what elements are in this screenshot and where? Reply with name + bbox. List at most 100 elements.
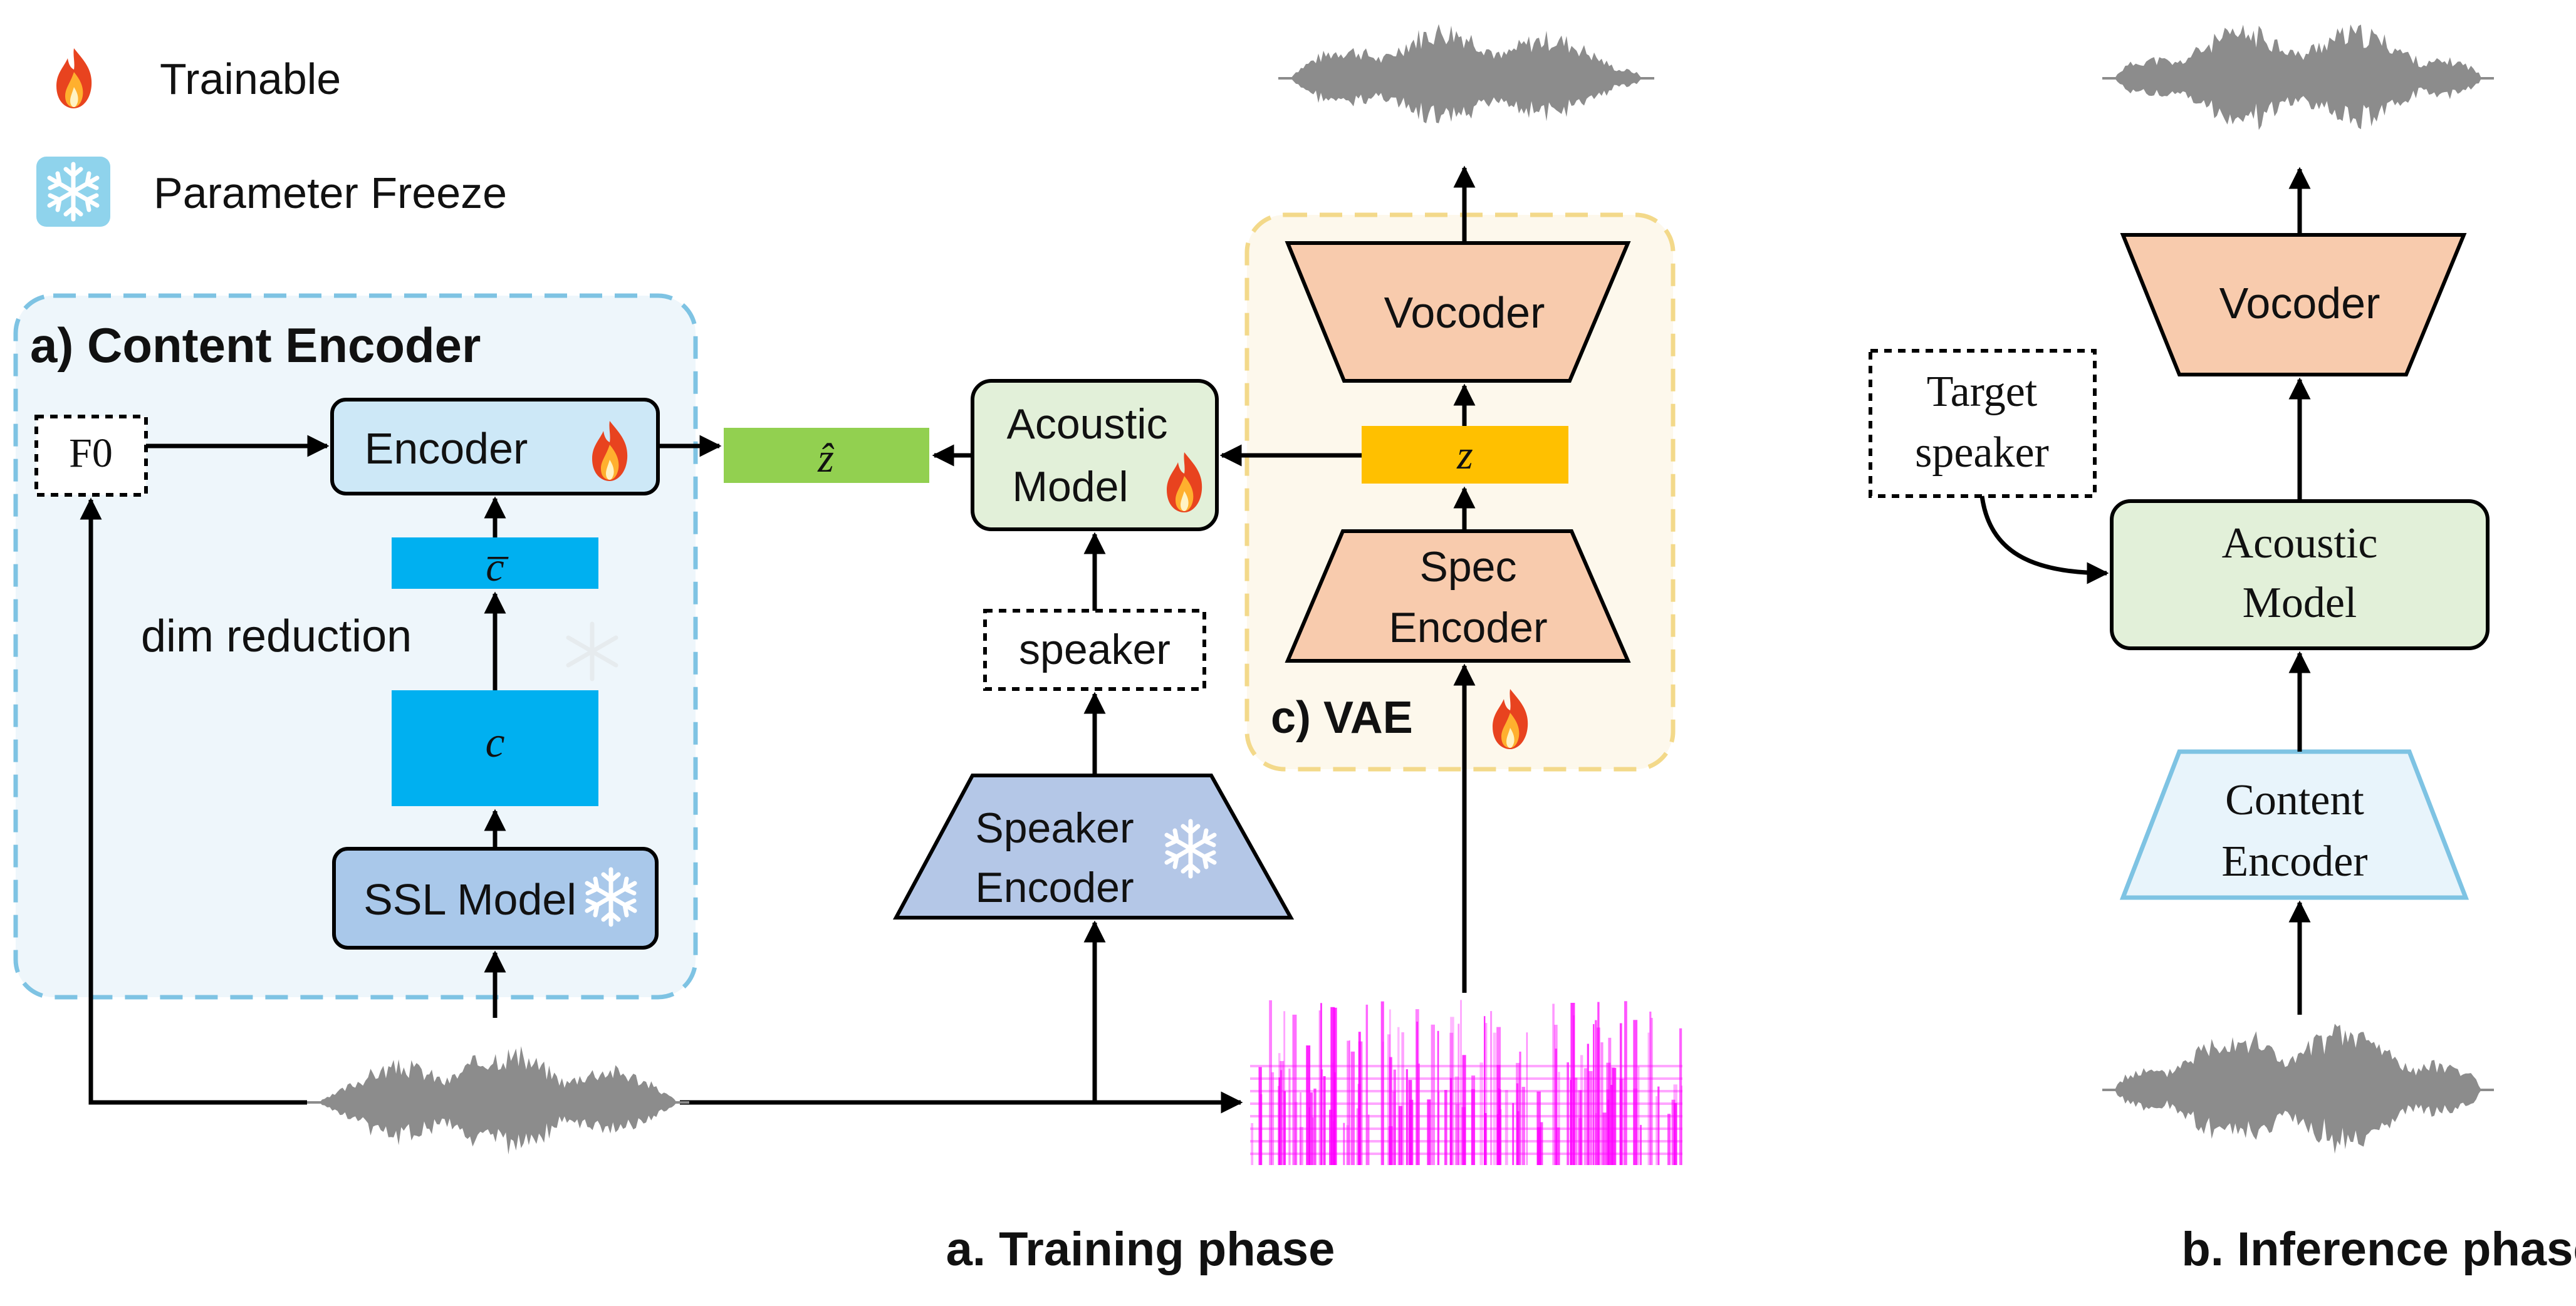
spectrogram-harmonic (1250, 1140, 1682, 1143)
vae-vocoder-label: Vocoder (1384, 288, 1545, 337)
content-encoder-panel: a) Content Encoder F0 Encoder c̅ dim red… (13, 293, 698, 1000)
speaker-encoder-shape (892, 774, 1295, 920)
z-label: z (1456, 432, 1473, 478)
spectrogram-bin (1612, 1067, 1617, 1165)
spectrogram-bin (1437, 1030, 1439, 1165)
inference-vocoder-shape (2120, 233, 2467, 376)
spectrogram-bin (1526, 1032, 1528, 1165)
spectrogram-bin (1333, 1007, 1337, 1165)
z-feature (1362, 426, 1568, 484)
inference-acoustic-model-label-line1: Acoustic (2222, 519, 2378, 567)
spectrogram-bin (1397, 1027, 1400, 1165)
spectrogram-bin (1484, 1023, 1488, 1165)
spectrogram-bin (1556, 1127, 1560, 1165)
spectrogram-bin (1657, 1086, 1660, 1165)
spectrogram-bin (1552, 1003, 1555, 1165)
spectrogram-bin (1540, 1122, 1543, 1165)
spectrogram-bin (1271, 1072, 1275, 1165)
spectrogram-bin (1650, 1018, 1653, 1165)
spectrogram-bin (1283, 1091, 1286, 1165)
inference-content-encoder-label-line1: Content (2225, 776, 2364, 824)
spectrogram-bin (1444, 1090, 1447, 1165)
acoustic-model-label-line2: Model (1012, 463, 1128, 510)
spectrogram-bin (1408, 1080, 1412, 1165)
inference-arrows (1979, 167, 2311, 1015)
spectrogram-bin (1358, 1032, 1361, 1165)
spectrogram-bin (1555, 1049, 1557, 1165)
spectrogram-bin (1350, 1051, 1355, 1165)
spectrogram-bin (1493, 1032, 1496, 1165)
spectrogram-bin (1679, 1028, 1682, 1165)
legend-freeze-label: Parameter Freeze (154, 168, 507, 217)
spectrogram-bin (1610, 1085, 1613, 1165)
dim-reduction-label: dim reduction (141, 611, 412, 661)
spectrogram-bin (1450, 1017, 1454, 1165)
spectrogram-bin (1583, 1068, 1587, 1165)
z-hat-feature (724, 428, 929, 483)
inference-content-encoder-label-line2: Encoder (2221, 837, 2367, 886)
spectrogram-bin (1347, 1040, 1350, 1165)
spectrogram-bin (1457, 1024, 1460, 1165)
spectrogram-harmonic (1250, 1127, 1682, 1130)
training-output-waveform (1291, 24, 1642, 123)
spectrogram-bin (1389, 1057, 1392, 1165)
spectrogram-bin (1578, 1117, 1582, 1165)
spectrogram-bin (1619, 1023, 1622, 1165)
spectrogram-bin (1649, 1012, 1652, 1165)
spectrogram-bin (1346, 1125, 1349, 1165)
encoder-label: Encoder (365, 424, 528, 473)
spectrogram-bin (1405, 1069, 1408, 1165)
spectrogram-bin (1595, 1020, 1597, 1165)
spectrogram-bin (1398, 1106, 1403, 1165)
spectrogram-bin (1573, 1077, 1578, 1165)
spectrogram-bin (1671, 1099, 1676, 1165)
spectrogram-bin (1431, 1024, 1435, 1165)
spectrogram-bin (1633, 1020, 1638, 1165)
legend-trainable-label: Trainable (160, 54, 341, 103)
spectrogram-bin (1299, 1127, 1303, 1165)
spectrogram-bin (1595, 1113, 1597, 1165)
speaker-encoder-label-line2: Encoder (975, 864, 1134, 911)
spectrogram-bin (1498, 1088, 1499, 1165)
target-speaker-label-line2: speaker (1915, 428, 2049, 477)
spectrogram-bin (1460, 1000, 1462, 1165)
spectrogram-bin (1320, 1003, 1322, 1165)
spectrogram-bin (1580, 1055, 1583, 1165)
spectrogram-bin (1512, 1103, 1515, 1165)
f0-label: F0 (69, 430, 113, 476)
arrow-wave-to-f0 (80, 497, 307, 1105)
c-feature (392, 690, 598, 806)
spectrogram-bin (1356, 1108, 1360, 1165)
z-hat-label: ẑ (817, 435, 835, 481)
target-speaker-label-line1: Target (1927, 368, 2038, 416)
vae-panel: c) VAE Vocoder z Spec Encoder (1244, 212, 1676, 772)
spectrogram-bin (1401, 1032, 1404, 1165)
spectrogram-bin (1673, 1084, 1677, 1165)
input-waveform (320, 1046, 677, 1155)
spectrogram-bin (1521, 1087, 1525, 1165)
spectrogram-bin (1587, 1044, 1589, 1165)
spectrogram-bin (1471, 1089, 1475, 1165)
spectrogram-bin (1343, 1122, 1345, 1165)
spec-encoder-label-line2: Encoder (1389, 604, 1547, 651)
spectrogram-bin (1288, 1068, 1291, 1165)
spectrogram-bin (1389, 1009, 1391, 1165)
spectrogram-bin (1393, 1069, 1396, 1165)
vae-vocoder-shape (1285, 241, 1631, 383)
spectrogram-bin (1310, 1092, 1313, 1165)
spectrogram-bin (1416, 1022, 1419, 1165)
spectrogram-bin (1280, 1070, 1283, 1165)
spectrogram-bin (1300, 1092, 1301, 1165)
target-speaker-box (1869, 349, 2097, 498)
spectrogram-bin (1504, 1090, 1508, 1165)
spectrogram-bin (1389, 1126, 1393, 1165)
speaker-label: speaker (1019, 626, 1171, 673)
spectrogram-bin (1606, 1062, 1611, 1165)
spectrogram-bin (1318, 1010, 1321, 1165)
spectrogram-bin (1449, 1032, 1454, 1165)
training-middle: ẑ Acoustic Model speaker Speaker Encode… (724, 379, 1295, 920)
spectrogram-bin (1456, 1104, 1460, 1165)
spec-encoder-label-line1: Spec (1420, 543, 1517, 591)
spectrogram-bin (1278, 1077, 1281, 1165)
